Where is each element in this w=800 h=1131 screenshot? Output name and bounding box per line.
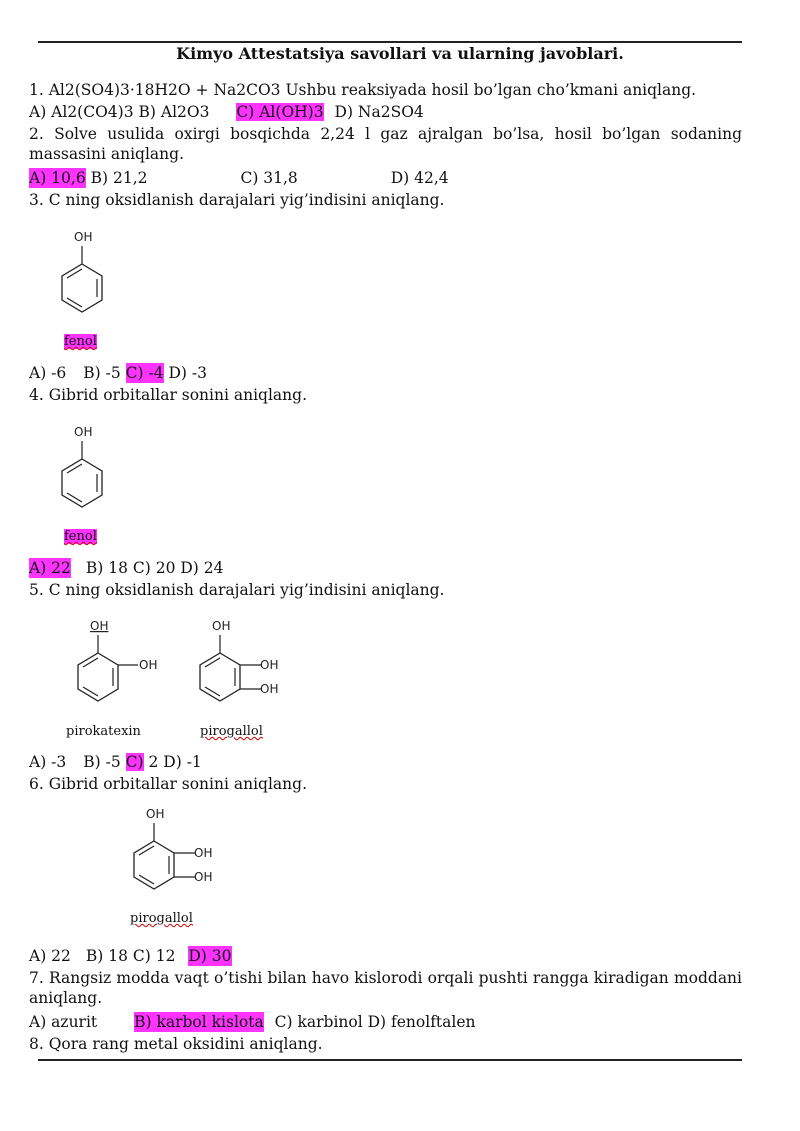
q6-oh-mid: OH [194,846,212,860]
q3-molecule-label: fenol [64,334,97,349]
q5b-oh-top: OH [212,619,230,633]
q3-option-b[interactable]: B) -5 [83,364,121,382]
question-6-text: 6. Gibrid orbitallar sonini aniqlang. [29,775,308,793]
question-6-options: A) 22 B) 18 C) 12 D) 30 [29,946,232,966]
q5-oh-top: OH [90,619,108,633]
q6-option-c[interactable]: C) 12 [132,947,176,965]
q5-pirogallol-structure: OH OH OH [199,619,278,702]
q4-option-c[interactable]: C) 20 [132,559,176,577]
q5-pirokatexin-structure: OH OH [77,619,157,702]
question-1-options: A) Al2(CO4)3 B) Al2O3 C) Al(OH)3 D) Na2S… [29,102,424,122]
question-1-text: 1. Al2(SO4)3·18H2O + Na2CO3 Ushbu reaksi… [29,81,697,99]
q1-option-b[interactable]: B) Al2O3 [138,103,210,121]
q6-pirogallol-structure: OH OH OH [133,807,212,890]
q4-phenol-structure: OH [61,425,103,508]
q4-oh-label: OH [74,425,92,439]
q4-option-d[interactable]: D) 24 [180,559,224,577]
q5b-oh-bottom: OH [260,682,278,696]
q3-option-c-correct[interactable]: C) -4 [125,363,164,383]
q6-oh-top: OH [146,807,164,821]
top-rule [38,41,742,43]
q3-phenol-structure: OH [61,230,103,313]
question-2-text: 2. Solve usulida oxirgi bosqichda 2,24 l… [29,125,742,163]
document-title: Kimyo Attestatsiya savollari va ularning… [176,44,624,63]
question-3-text: 3. C ning oksidlanish darajalari yig’ind… [29,191,445,209]
q6-option-a[interactable]: A) 22 [29,947,71,965]
q2-option-b[interactable]: B) 21,2 [90,169,148,187]
question-3-options: A) -6 B) -5 C) -4 D) -3 [29,363,207,383]
q5-oh-side: OH [139,658,157,672]
q1-option-a[interactable]: A) Al2(CO4)3 [29,103,134,121]
question-4-options: A) 22 B) 18 C) 20 D) 24 [29,558,224,578]
q1-option-d[interactable]: D) Na2SO4 [334,103,424,121]
q7-option-a[interactable]: A) azurit [29,1013,98,1031]
q6-option-d-correct[interactable]: D) 30 [188,946,232,966]
question-5-text: 5. C ning oksidlanish darajalari yig’ind… [29,581,445,599]
q7-option-b-correct[interactable]: B) karbol kislota [134,1012,264,1032]
q4-molecule-label: fenol [64,529,97,544]
q4-option-a-correct[interactable]: A) 22 [29,558,71,578]
q7-option-d[interactable]: D) fenolftalen [367,1013,476,1031]
q6-option-b[interactable]: B) 18 [85,947,128,965]
q2-option-a-correct[interactable]: A) 10,6 [29,168,86,188]
q3-oh-label: OH [74,230,92,244]
question-7-text: 7. Rangsiz modda vaqt o’tishi bilan havo… [29,969,742,1007]
q5-option-d[interactable]: D) -1 [163,753,202,771]
q3-option-d[interactable]: D) -3 [168,364,208,382]
question-8-text: 8. Qora rang metal oksidini aniqlang. [29,1035,323,1053]
q5-option-c-value: 2 [148,753,159,771]
q1-option-c-correct[interactable]: C) Al(OH)3 [236,103,324,121]
q7-option-c[interactable]: C) karbinol [274,1013,363,1031]
q4-option-b[interactable]: B) 18 [85,559,128,577]
q2-option-d[interactable]: D) 42,4 [390,169,449,187]
question-5-options: A) -3 B) -5 C) 2 D) -1 [29,752,202,772]
bottom-rule [38,1059,742,1061]
q5-option-a[interactable]: A) -3 [29,753,67,771]
q5-molecule-2-label: pirogallol [200,724,263,739]
q6-oh-bottom: OH [194,870,212,884]
question-7-options: A) azurit B) karbol kislota C) karbinol … [29,1012,476,1032]
q6-molecule-label: pirogallol [130,911,193,926]
q3-option-a[interactable]: A) -6 [29,364,67,382]
q5-molecule-1-label: pirokatexin [66,724,141,739]
q5b-oh-mid: OH [260,658,278,672]
q5-option-c-correct[interactable]: C) [125,753,144,771]
q5-option-b[interactable]: B) -5 [83,753,121,771]
q2-option-c[interactable]: C) 31,8 [240,169,298,187]
question-2-options: A) 10,6 B) 21,2 C) 31,8 D) 42,4 [29,168,449,188]
question-4-text: 4. Gibrid orbitallar sonini aniqlang. [29,386,308,404]
